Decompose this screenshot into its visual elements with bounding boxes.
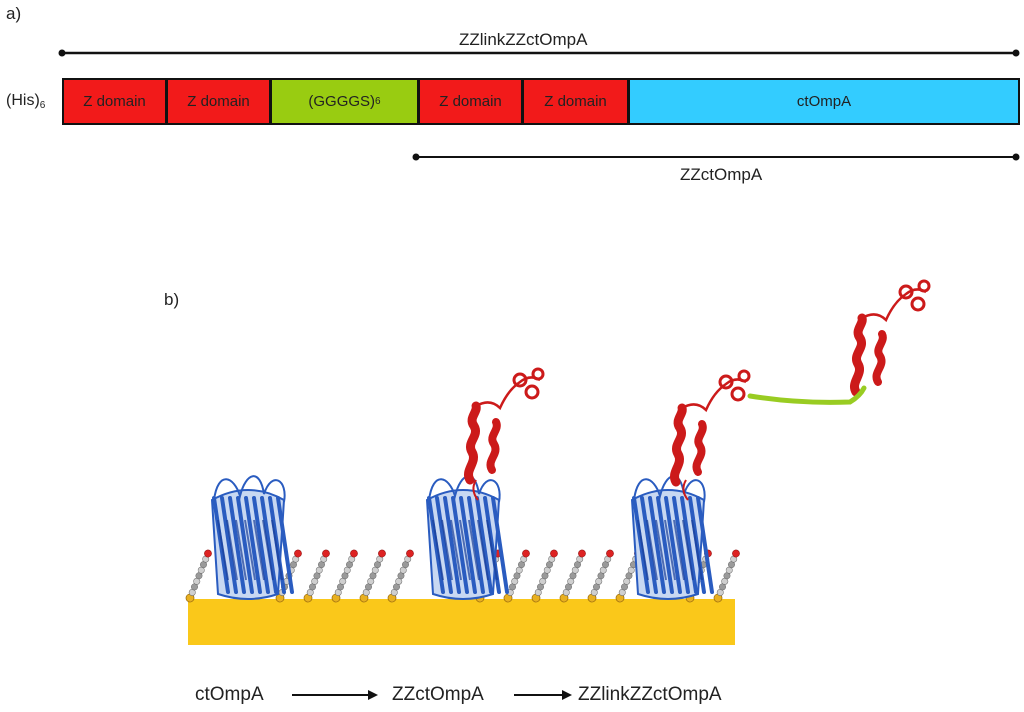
sam-molecule: [185, 549, 212, 603]
z-domain: [670, 369, 751, 487]
sam-molecule: [531, 549, 558, 603]
segment-z-domain-2: Z domain: [167, 78, 271, 125]
ompa-barrel: [210, 475, 294, 600]
step-label-ctompa: ctOmpA: [195, 684, 264, 705]
his-tag-label: (His)6: [6, 92, 46, 111]
segment-z-domain-3: Z domain: [419, 78, 523, 125]
segment-linker: (GGGGS)6: [271, 78, 419, 125]
span-label-full: ZZlinkZZctOmpA: [459, 30, 588, 49]
linker-chain: [747, 385, 867, 405]
step-label-zzctompa: ZZctOmpA: [392, 684, 484, 705]
span-arrow-partial: [412, 153, 1020, 161]
sam-molecule: [359, 549, 386, 603]
gold-surface: [188, 599, 735, 645]
segment-ctompa: ctOmpA: [629, 78, 1020, 125]
sam-molecule: [503, 549, 530, 603]
sam-molecules: [185, 549, 740, 603]
segment-z-domain-1: Z domain: [62, 78, 167, 125]
step-arrow-2: [514, 690, 572, 700]
step-label-zzlinkzzctompa: ZZlinkZZctOmpA: [578, 684, 722, 705]
step-arrow-1: [292, 690, 378, 700]
z-domains: [464, 279, 931, 501]
barrel-proteins: [210, 475, 714, 600]
span-arrow-full: [58, 49, 1020, 57]
sam-molecule: [713, 549, 740, 603]
panel-b-label: b): [164, 290, 180, 309]
ompa-barrel: [630, 475, 714, 600]
panel-a-label: a): [6, 4, 22, 23]
segment-z-domain-4: Z domain: [523, 78, 629, 125]
sam-molecule: [331, 549, 358, 603]
sam-molecule: [303, 549, 330, 603]
span-label-partial: ZZctOmpA: [680, 165, 763, 184]
sam-molecule: [587, 549, 614, 603]
sam-molecule: [559, 549, 586, 603]
sam-molecule: [387, 549, 414, 603]
z-domain: [850, 279, 931, 397]
ompa-barrel: [425, 475, 509, 600]
z-domain: [464, 367, 545, 485]
